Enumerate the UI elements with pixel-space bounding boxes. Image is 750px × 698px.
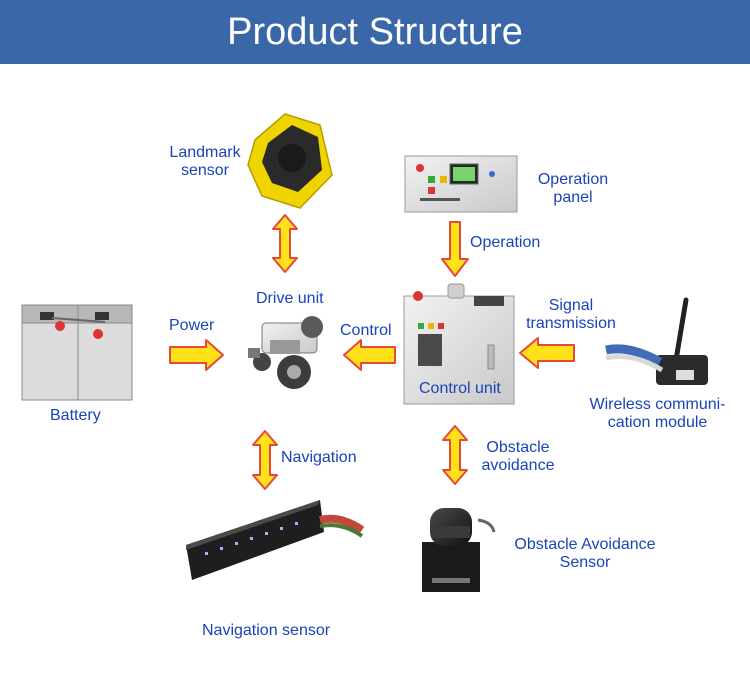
arrow-navigation	[252, 430, 278, 490]
battery-image	[21, 304, 133, 401]
arrow-obstacle	[442, 425, 468, 485]
obstacle-sensor-label: Obstacle Avoidance Sensor	[514, 536, 656, 571]
arrow-control	[343, 339, 396, 371]
control-unit-label: Control unit	[419, 380, 501, 397]
arrow-power	[169, 339, 224, 371]
operation-flow-label: Operation	[470, 234, 541, 251]
obstacle-flow-label: Obstacle avoidance	[481, 439, 555, 474]
wireless-module-label: Wireless communi- cation module	[589, 396, 726, 431]
landmark-sensor-image	[247, 113, 333, 209]
wireless-module-image	[605, 297, 708, 385]
arrow-landmark-drive	[272, 214, 298, 273]
control-flow-label: Control	[340, 322, 392, 339]
arrow-signal	[519, 337, 575, 369]
drive-unit-image	[248, 316, 323, 389]
navigation-flow-label: Navigation	[281, 449, 357, 466]
page-title: Product Structure	[227, 10, 523, 53]
control-unit-image	[403, 283, 515, 405]
operation-panel-image	[404, 155, 518, 213]
navigation-sensor-image	[186, 500, 365, 580]
battery-label: Battery	[50, 407, 101, 424]
title-banner: Product Structure	[0, 0, 750, 64]
power-flow-label: Power	[169, 317, 215, 334]
obstacle-sensor-image	[422, 508, 496, 592]
drive-unit-label: Drive unit	[256, 290, 324, 307]
navigation-sensor-label: Navigation sensor	[202, 622, 331, 639]
landmark-sensor-label: Landmark sensor	[169, 144, 241, 179]
signal-transmission-label: Signal transmission	[526, 297, 616, 332]
operation-panel-label: Operation panel	[537, 171, 609, 206]
arrow-operation	[441, 221, 469, 277]
